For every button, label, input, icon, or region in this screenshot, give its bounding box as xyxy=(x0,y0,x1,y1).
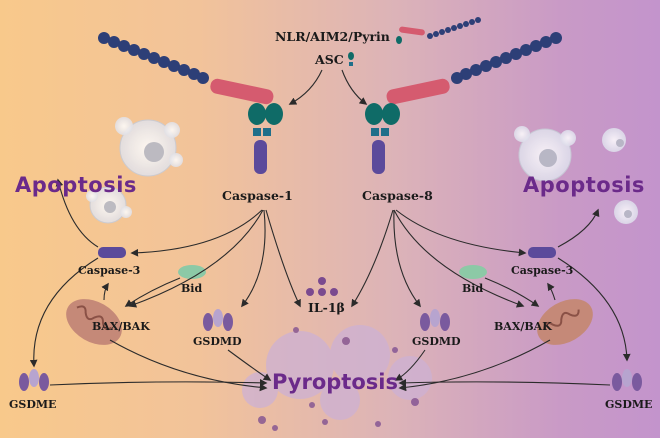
caspase-8-label: Caspase-8 xyxy=(362,188,433,203)
il1b-dots-icon xyxy=(306,277,338,296)
mitochondrion-left-icon xyxy=(66,299,122,345)
caspase-3-left-label: Caspase-3 xyxy=(78,264,141,277)
caspase3-right-icon xyxy=(528,247,556,258)
mitochondrion-right-icon xyxy=(537,299,593,345)
pyroptotic-cell-debris xyxy=(242,325,432,431)
gsdmd-right-label: GSDMD xyxy=(412,335,461,348)
caspase-1-label: Caspase-1 xyxy=(222,188,293,203)
pathway-arrows xyxy=(29,69,631,392)
nlr-aim2-pyrin-label: NLR/AIM2/Pyrin xyxy=(275,29,390,44)
apoptosis-left-label: Apoptosis xyxy=(15,173,137,197)
gsdme-left-label: GSDME xyxy=(9,398,57,411)
bid-right-icon xyxy=(459,265,487,279)
gsdmd-left-label: GSDMD xyxy=(193,335,242,348)
left-nlr-chain xyxy=(98,32,283,174)
apoptotic-cell-left xyxy=(86,117,183,224)
gsdmd-right-icon xyxy=(420,309,450,331)
apoptotic-cell-right xyxy=(514,126,638,224)
bid-right-label: Bid xyxy=(462,282,484,295)
gsdme-left-icon xyxy=(19,369,49,391)
bax-bak-right-label: BAX/BAK xyxy=(494,320,552,333)
apoptosis-right-label: Apoptosis xyxy=(523,173,645,197)
gsdme-right-label: GSDME xyxy=(605,398,653,411)
asc-legend-icon xyxy=(348,52,354,66)
asc-label: ASC xyxy=(315,52,344,67)
caspase3-left-icon xyxy=(98,247,126,258)
nlr-legend-icon xyxy=(396,17,481,44)
gsdme-right-icon xyxy=(612,369,642,391)
bid-left-icon xyxy=(178,265,206,279)
il-1b-label: IL-1β xyxy=(308,300,345,315)
bid-left-label: Bid xyxy=(181,282,203,295)
caspase-3-right-label: Caspase-3 xyxy=(511,264,574,277)
gsdmd-left-icon xyxy=(203,309,233,331)
right-nlr-chain xyxy=(365,32,562,174)
bax-bak-left-label: BAX/BAK xyxy=(92,320,150,333)
pyroptosis-label: Pyroptosis xyxy=(272,370,398,394)
